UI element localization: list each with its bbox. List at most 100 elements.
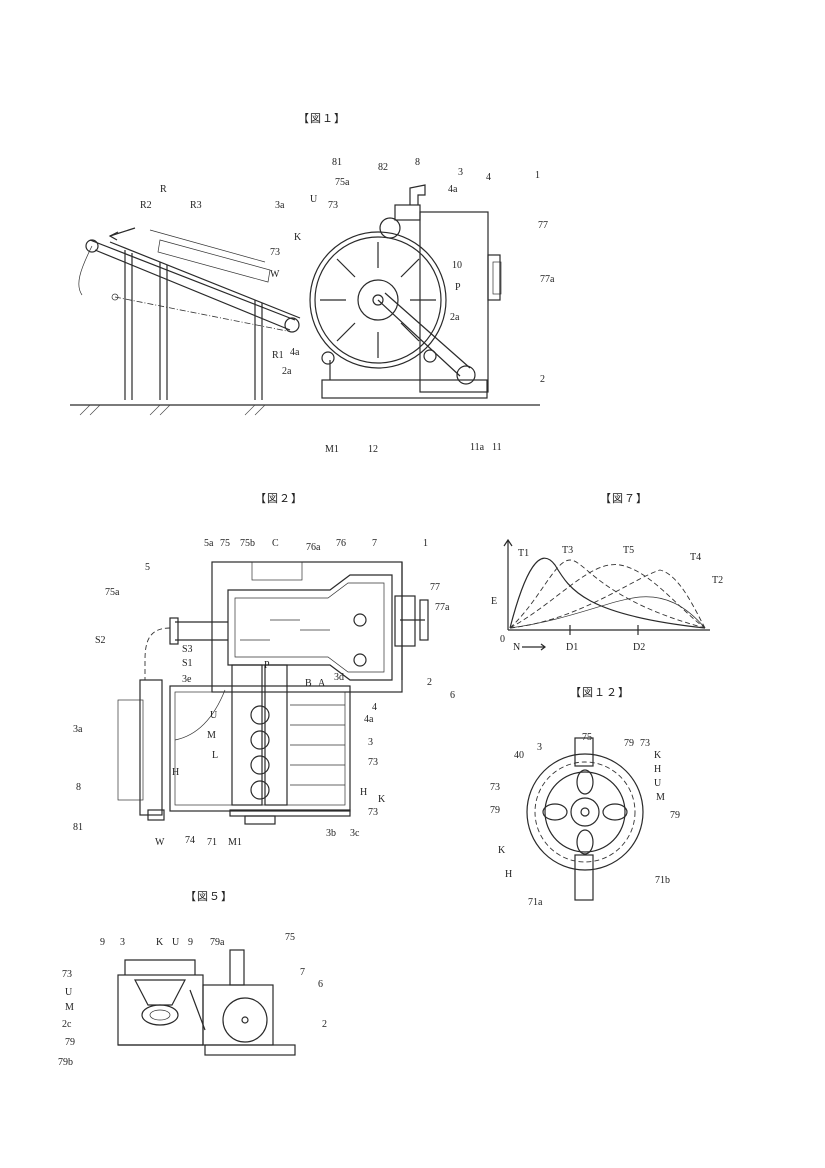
fig2-caption: 【図２】	[255, 493, 303, 505]
fig7-label: N	[513, 642, 520, 653]
fig12-label: M	[656, 792, 665, 803]
fig5-label: 75	[285, 932, 295, 943]
fig1-label: R3	[190, 200, 202, 211]
fig1-label: 4	[486, 172, 491, 183]
fig2-label: 77a	[435, 602, 450, 613]
fig1-label: 10	[452, 260, 462, 271]
fig7-label: D1	[566, 642, 578, 653]
fig12-label: 75	[582, 732, 592, 743]
fig1-label: 73	[328, 200, 338, 211]
fig12-label: U	[654, 778, 662, 789]
fig12-label: H	[654, 764, 661, 775]
fig2-label: S2	[95, 635, 106, 646]
fig5-label: 7	[300, 967, 305, 978]
fig2-label: 71	[207, 837, 217, 848]
fig1-label: R2	[140, 200, 152, 211]
fig1-label: 81	[332, 157, 342, 168]
fig1-label: 11	[492, 442, 502, 453]
fig2-label: P	[264, 660, 270, 671]
fig5-label: U	[65, 987, 73, 998]
fig12-caption: 【図１２】	[570, 687, 630, 699]
fig1-label: M1	[325, 444, 339, 455]
fig1-label: W	[270, 269, 280, 280]
fig2-label: K	[378, 794, 386, 805]
fig2-label: 77	[430, 582, 440, 593]
fig2-label: 75a	[105, 587, 120, 598]
fig7-label: T1	[518, 548, 529, 559]
fig12-label: K	[498, 845, 506, 856]
fig12-label: 79	[624, 738, 634, 749]
fig2-label: S1	[182, 658, 193, 669]
fig2-label: 75	[220, 538, 230, 549]
fig1-label: 73	[270, 247, 280, 258]
fig2-label: 6	[450, 690, 455, 701]
fig5-label: U	[172, 937, 180, 948]
fig2-label: C	[272, 538, 279, 549]
fig12-label: 40	[514, 750, 524, 761]
fig1-label: P	[455, 282, 461, 293]
fig2-label: 3b	[326, 828, 336, 839]
fig7-label: D2	[633, 642, 645, 653]
fig5-caption: 【図５】	[185, 891, 233, 903]
fig2-label: 73	[368, 807, 378, 818]
figure-1: 81 82 8 75a 3 4a 4 1 3a U 73 K 73 W 77 7…	[70, 157, 555, 455]
fig2-label: A	[318, 678, 326, 689]
fig5-label: M	[65, 1002, 74, 1013]
fig2-label: M	[207, 730, 216, 741]
fig2-label: 3c	[350, 828, 360, 839]
fig1-label: 2	[540, 374, 545, 385]
fig1-label: 77a	[540, 274, 555, 285]
fig1-label: 75a	[335, 177, 350, 188]
fig1-label: 11a	[470, 442, 485, 453]
fig5-label: 73	[62, 969, 72, 980]
fig5-label: 3	[120, 937, 125, 948]
figure-7: T1 T3 T5 T4 T2 E 0 N D1 D2	[491, 538, 723, 653]
fig2-label: 8	[76, 782, 81, 793]
fig2-label: W	[155, 837, 165, 848]
fig5-label: 2	[322, 1019, 327, 1030]
fig5-label: 79a	[210, 937, 225, 948]
fig2-label: B	[305, 678, 312, 689]
fig2-label: 76	[336, 538, 346, 549]
fig5-label: K	[156, 937, 164, 948]
fig2-label: 5a	[204, 538, 214, 549]
fig7-label: E	[491, 596, 497, 607]
fig1-label: 8	[415, 157, 420, 168]
fig2-label: H	[172, 767, 179, 778]
fig1-label: 2a	[282, 366, 292, 377]
fig5-label: 79b	[58, 1057, 73, 1068]
fig12-label: 71b	[655, 875, 670, 886]
fig7-label: T2	[712, 575, 723, 586]
fig2-label: 1	[423, 538, 428, 549]
fig5-label: 79	[65, 1037, 75, 1048]
fig7-label: 0	[500, 634, 505, 645]
fig1-label: 4a	[290, 347, 300, 358]
fig12-label: 71a	[528, 897, 543, 908]
figure-12: 75 40 3 79 73 K H U 73 M 79 79 K H 71b 7…	[490, 732, 680, 908]
fig1-label: 4a	[448, 184, 458, 195]
fig7-caption: 【図７】	[600, 493, 648, 505]
fig12-label: 73	[640, 738, 650, 749]
fig2-label: 75b	[240, 538, 255, 549]
fig12-label: 79	[670, 810, 680, 821]
fig2-label: 74	[185, 835, 195, 846]
fig5-label: 2c	[62, 1019, 72, 1030]
fig2-label: H	[360, 787, 367, 798]
fig1-label: K	[294, 232, 302, 243]
fig2-label: 73	[368, 757, 378, 768]
fig2-label: 4a	[364, 714, 374, 725]
fig2-label: 81	[73, 822, 83, 833]
fig1-caption: 【図１】	[298, 113, 346, 125]
fig12-label: K	[654, 750, 662, 761]
fig2-label: M1	[228, 837, 242, 848]
fig1-label: 1	[535, 170, 540, 181]
fig2-label: L	[212, 750, 218, 761]
fig2-label: 76a	[306, 542, 321, 553]
fig2-label: 4	[372, 702, 377, 713]
fig12-label: 3	[537, 742, 542, 753]
fig2-label: 3e	[182, 674, 192, 685]
fig2-label: U	[210, 710, 218, 721]
fig12-label: H	[505, 869, 512, 880]
fig1-label: R	[160, 184, 167, 195]
fig1-label: 3	[458, 167, 463, 178]
